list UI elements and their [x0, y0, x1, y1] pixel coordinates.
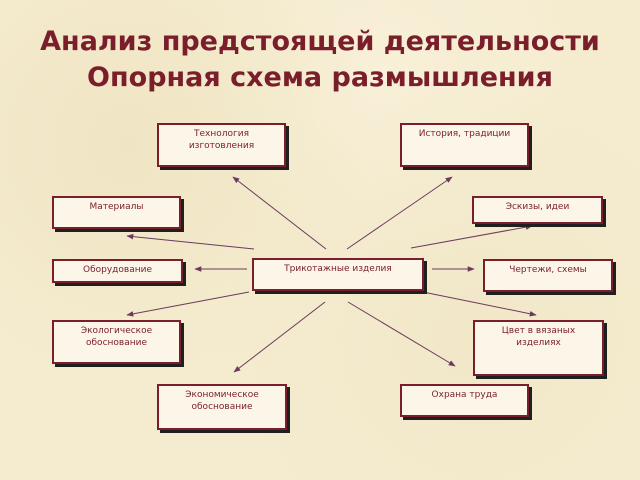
arrow-to-materials — [126, 233, 255, 250]
title-line-2: Опорная схема размышления — [87, 62, 553, 93]
node-equipment: Оборудование — [52, 259, 183, 283]
node-sketches: Эскизы, идеи — [472, 196, 603, 224]
arrow-to-safety — [347, 301, 456, 367]
arrow-to-history — [346, 176, 453, 250]
arrow-to-technology — [232, 176, 327, 250]
arrow-to-sketches — [410, 224, 533, 249]
title-line-1: Анализ предстоящей деятельности — [40, 26, 600, 57]
arrow-to-color — [422, 291, 537, 317]
node-color: Цвет в вязаных изделиях — [473, 320, 604, 376]
node-materials: Материалы — [52, 196, 181, 229]
arrow-to-economy — [233, 301, 326, 373]
node-ecology: Экологическое обоснование — [52, 320, 181, 364]
node-safety: Охрана труда — [400, 384, 529, 417]
node-drawings: Чертежи, схемы — [483, 259, 613, 292]
node-technology: Технология изготовления — [157, 123, 286, 167]
node-economy: Экономическое обоснование — [157, 384, 287, 430]
node-center: Трикотажные изделия — [252, 258, 424, 291]
arrow-to-ecology — [126, 291, 250, 317]
node-history: История, традиции — [400, 123, 529, 167]
